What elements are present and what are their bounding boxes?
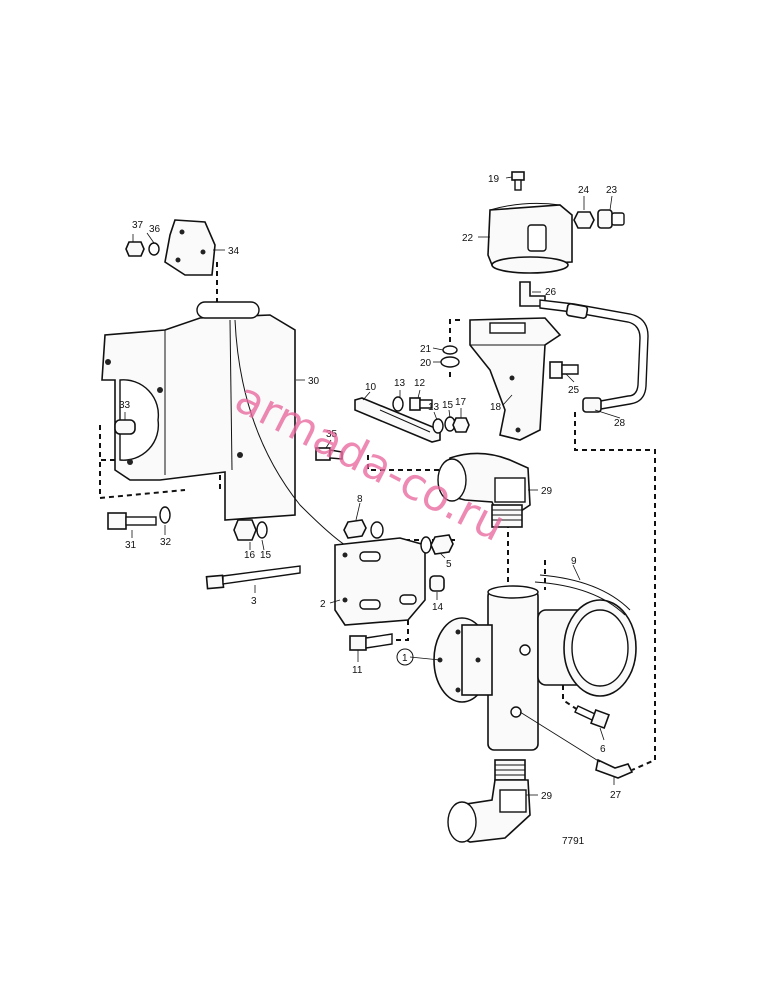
washer-4 [420,536,432,554]
label-30: 30 [308,376,320,387]
nut-5 [430,534,454,555]
bolt-3 [205,565,301,590]
washer-13-upper [392,396,404,412]
bolt-11 [349,633,393,651]
elbow-29-upper [437,452,531,528]
label-19: 19 [488,174,500,185]
nut-16 [233,519,257,541]
cover-plate-30 [101,301,346,546]
label-20: 20 [420,358,432,369]
label-35: 35 [326,429,338,440]
label-13-upper: 13 [394,378,406,389]
label-18: 18 [490,402,502,413]
strap-10 [354,397,441,443]
washer-15-lower [256,521,268,539]
label-34: 34 [228,246,240,257]
pipe-28 [539,299,649,413]
hose-line [519,711,601,763]
label-17: 17 [455,397,467,408]
label-16: 16 [244,550,256,561]
label-12: 12 [414,378,426,389]
clip-34 [164,219,216,276]
bolt-35 [315,447,343,461]
bolt-31 [107,512,157,530]
part-labels: 1 2 3 5 6 8 9 10 11 12 13 13 14 15 15 16… [119,174,626,847]
label-36: 36 [149,224,161,235]
label-9: 9 [571,556,577,567]
elbow-26 [519,281,546,307]
washer-32 [159,506,171,524]
bracket-18 [469,317,562,441]
label-6: 6 [600,744,606,755]
label-15-upper: 15 [442,400,454,411]
label-3: 3 [251,596,257,607]
bolt-12 [409,397,433,411]
label-31: 31 [125,540,137,551]
label-32: 32 [160,537,172,548]
grommet-20 [440,356,460,368]
label-21: 21 [420,344,432,355]
elbow-27 [595,758,634,779]
label-29-upper: 29 [541,486,553,497]
label-11: 11 [352,665,363,676]
label-2: 2 [320,599,326,610]
washer-36 [148,242,160,256]
bolt-25 [549,361,579,379]
label-15-lower: 15 [260,550,272,561]
label-24: 24 [578,185,590,196]
elbow-29-lower [447,759,531,843]
label-13-lower: 13 [428,402,440,413]
label-37: 37 [132,220,144,231]
spacer-14 [429,575,445,592]
nut-37 [125,241,145,257]
sensor-22 [487,202,573,274]
bracket-2 [334,537,426,626]
union-23 [597,209,625,229]
drawing-number: 7791 [562,836,585,847]
label-27: 27 [610,790,622,801]
nut-24 [573,211,595,229]
washer-13-lower [432,418,444,434]
label-8: 8 [357,494,363,505]
washer-7 [370,521,384,539]
label-14: 14 [432,602,444,613]
label-22: 22 [462,233,474,244]
leader-lines [124,176,621,796]
label-33: 33 [119,400,131,411]
spacer-33 [114,419,136,435]
bolt-6 [574,705,610,729]
label-10: 10 [365,382,377,393]
label-26: 26 [545,287,557,298]
nut-21 [442,345,458,355]
label-5: 5 [446,559,452,570]
pump-body-1 [433,574,637,751]
label-1: 1 [402,653,408,664]
label-28: 28 [614,418,626,429]
nut-8 [343,519,367,539]
label-25: 25 [568,385,580,396]
bolt-19 [511,171,525,191]
label-29-lower: 29 [541,791,553,802]
nut-17 [452,417,470,433]
label-23: 23 [606,185,618,196]
